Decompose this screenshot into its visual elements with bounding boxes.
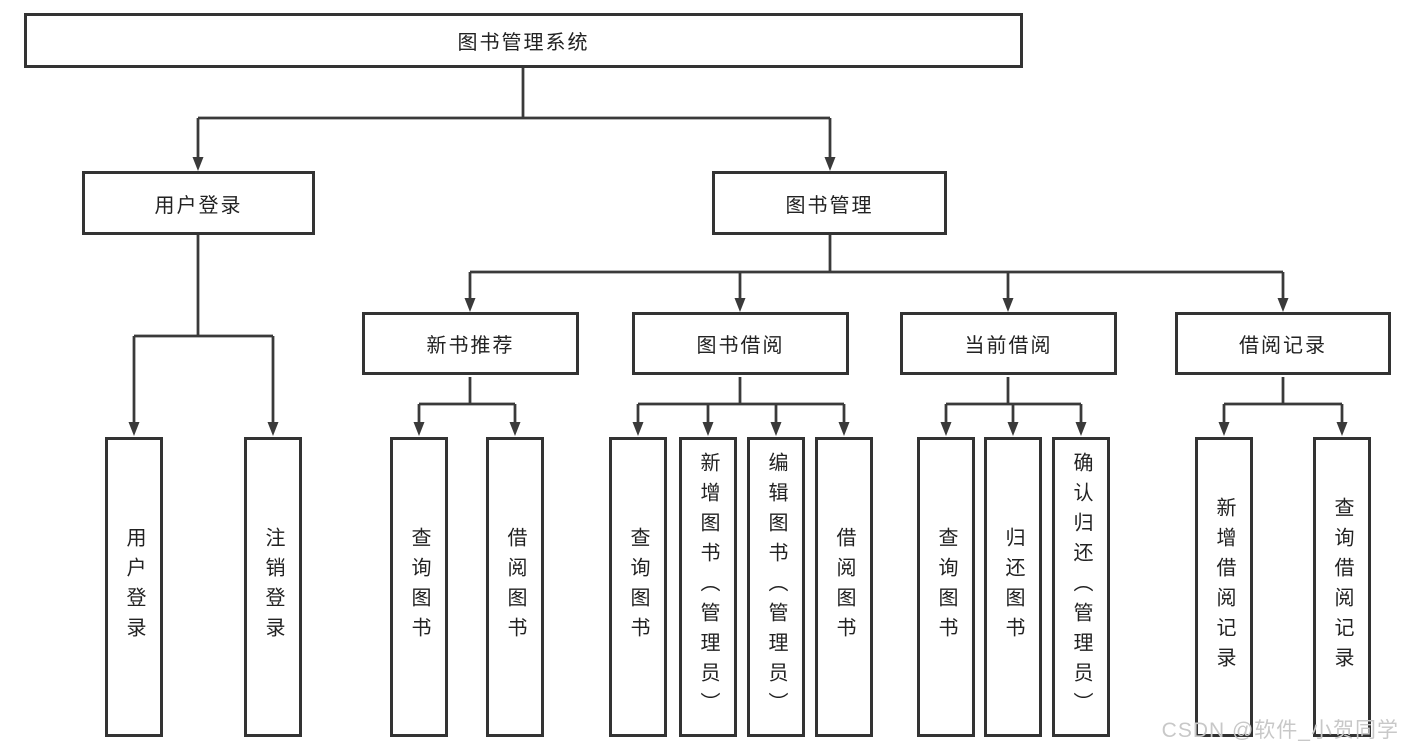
- leaf-query-books-borrow: 查询图书: [609, 437, 667, 737]
- node-library-management-system: 图书管理系统: [24, 13, 1023, 68]
- leaf-user-login: 用户登录: [105, 437, 163, 737]
- leaf-add-borrow-record: 新增借阅记录: [1195, 437, 1253, 737]
- node-borrow-records: 借阅记录: [1175, 312, 1391, 375]
- leaf-borrow-books: 借阅图书: [815, 437, 873, 737]
- leaf-borrow-books-recommend: 借阅图书: [486, 437, 544, 737]
- node-book-management: 图书管理: [712, 171, 947, 235]
- leaf-edit-book-admin: 编辑图书（管理员）: [747, 437, 805, 737]
- leaf-return-books: 归还图书: [984, 437, 1042, 737]
- leaf-logout: 注销登录: [244, 437, 302, 737]
- leaf-confirm-return-admin: 确认归还（管理员）: [1052, 437, 1110, 737]
- node-book-borrow: 图书借阅: [632, 312, 849, 375]
- leaf-add-book-admin: 新增图书（管理员）: [679, 437, 737, 737]
- csdn-watermark: CSDN @软件_小贺同学: [1161, 719, 1399, 742]
- node-new-book-recommend: 新书推荐: [362, 312, 579, 375]
- leaf-query-borrow-record: 查询借阅记录: [1313, 437, 1371, 737]
- node-user-login: 用户登录: [82, 171, 315, 235]
- node-current-borrow: 当前借阅: [900, 312, 1117, 375]
- leaf-query-books-recommend: 查询图书: [390, 437, 448, 737]
- leaf-query-books-current: 查询图书: [917, 437, 975, 737]
